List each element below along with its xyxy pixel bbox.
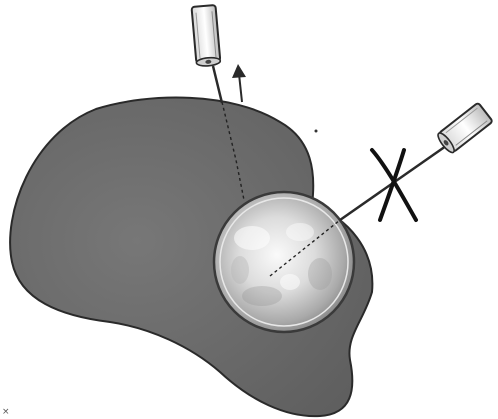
cross-mark-icon [372,150,416,220]
withdrawal-arrow-icon [232,64,246,102]
oblique-needle-probe [436,103,493,155]
corner-mark: × [2,407,10,417]
vertical-needle-shaft [213,66,222,103]
speck [315,130,318,133]
spherical-lesion [214,192,354,332]
vertical-needle-probe [192,5,221,67]
